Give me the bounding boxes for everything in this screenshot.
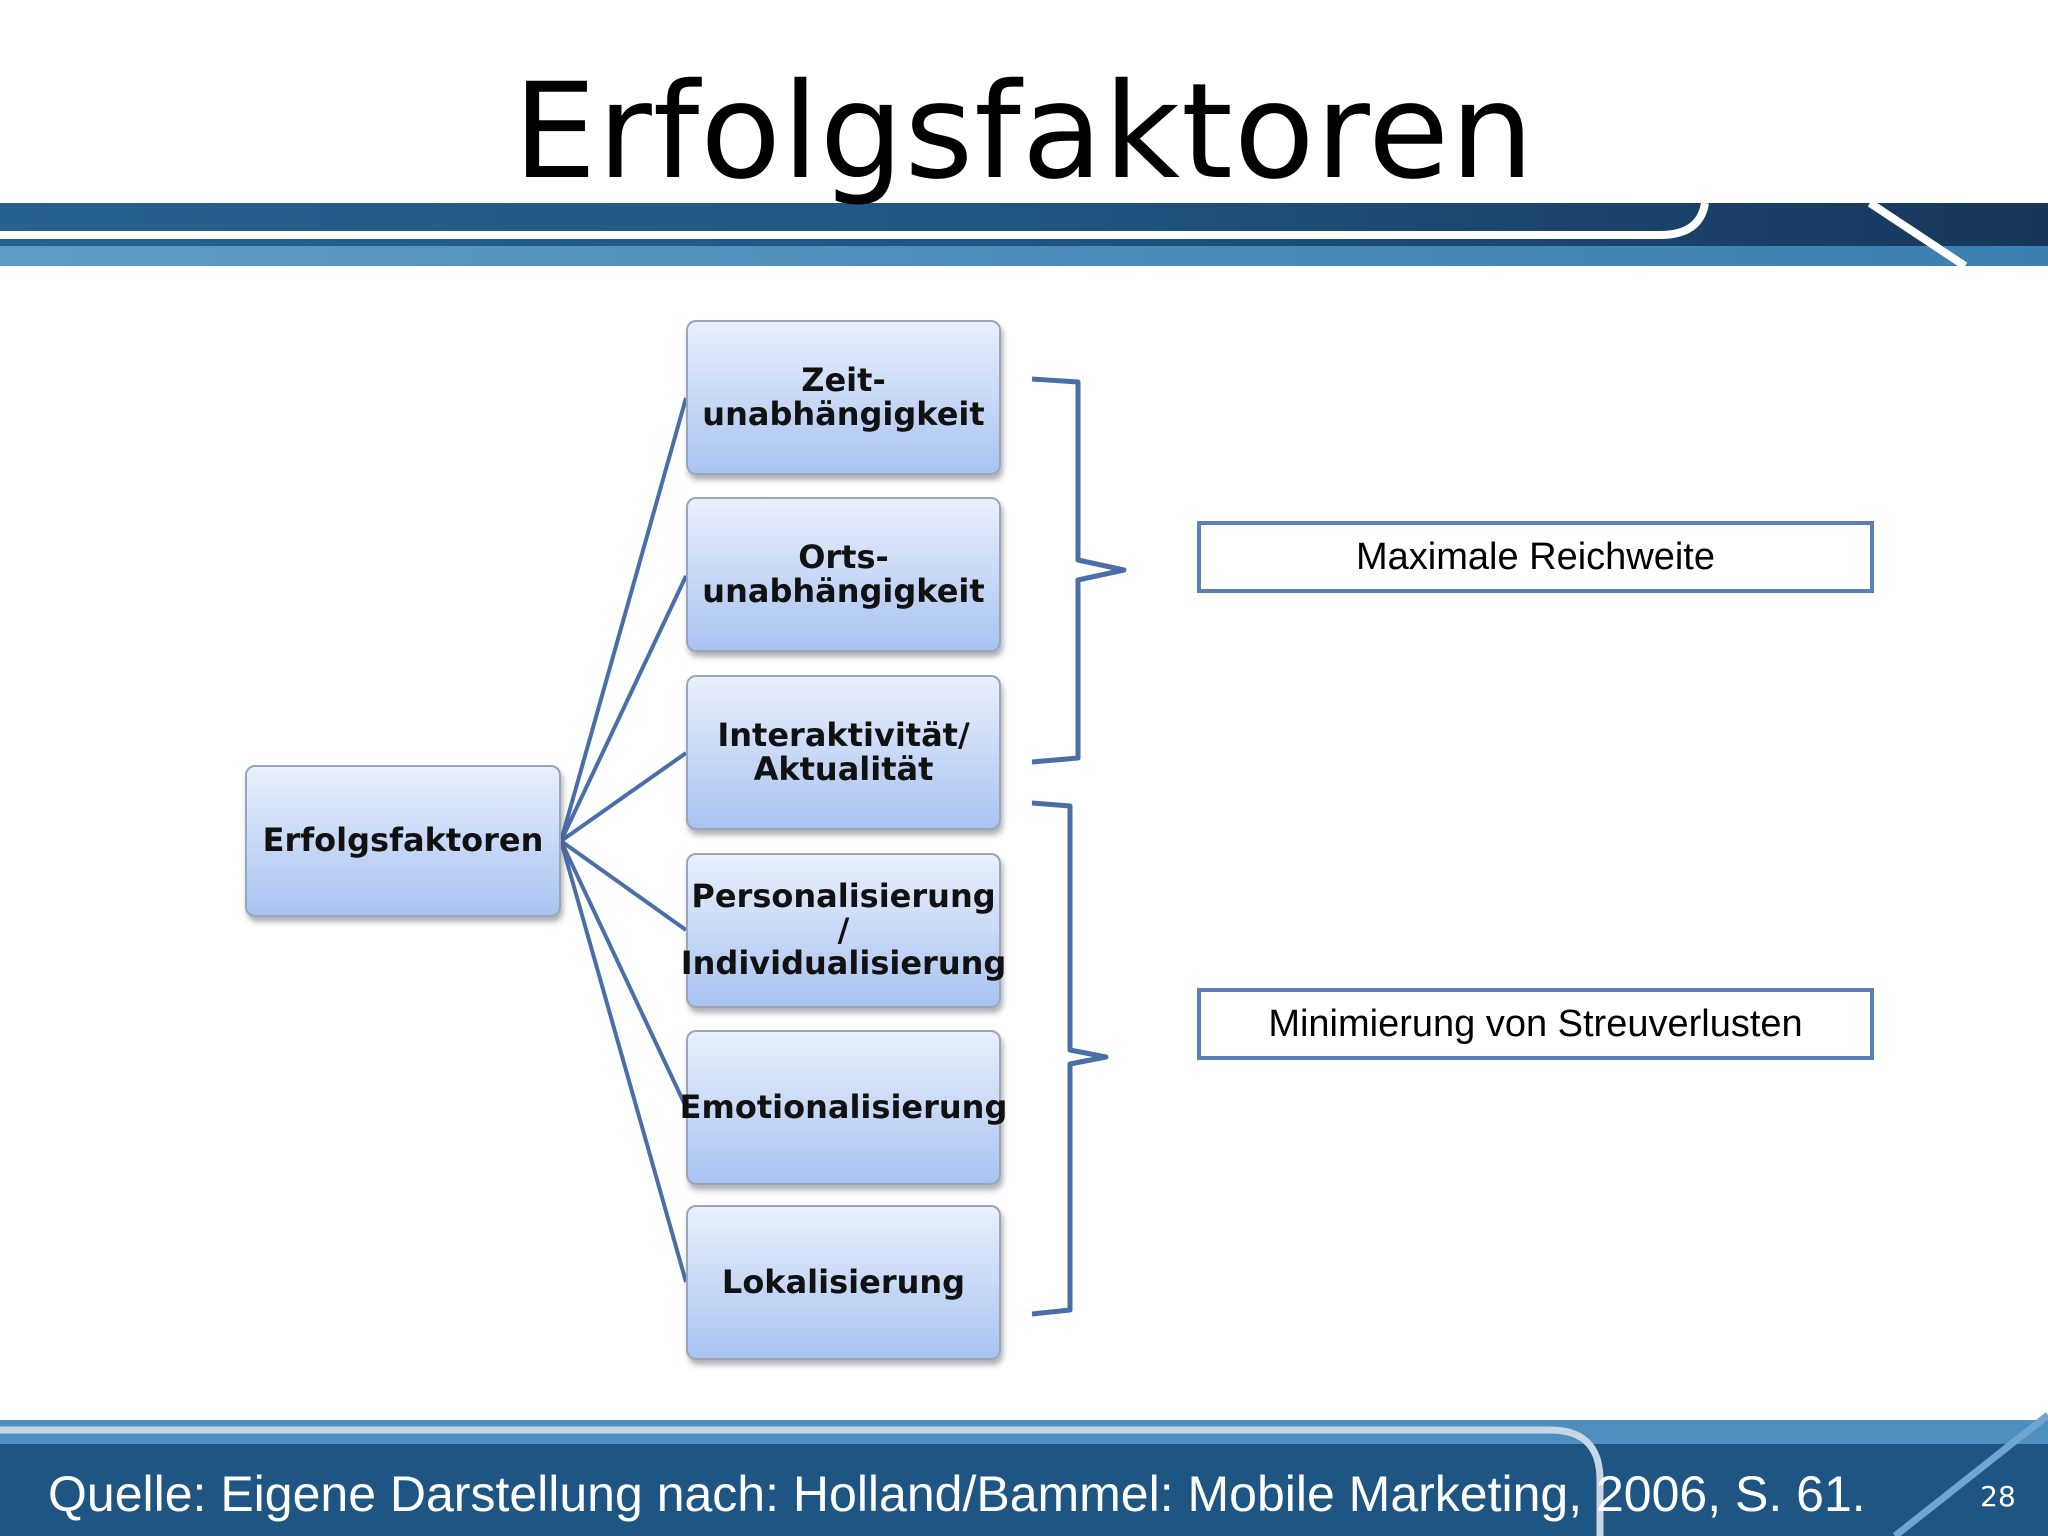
bracket-upper: [1031, 376, 1127, 765]
source-citation: Quelle: Eigene Darstellung nach: Holland…: [48, 1466, 1866, 1522]
factor-node-emotionalisierung: Emotionalisierung: [680, 1030, 1007, 1185]
slide-title: Erfolgsfaktoren: [513, 55, 1535, 209]
factor-label-line2: Aktualität: [753, 749, 934, 788]
factor-node-lokalisierung: Lokalisierung: [686, 1205, 1001, 1360]
factor-label-line1: Zeit-: [801, 360, 886, 399]
factor-label-line1: Lokalisierung: [721, 1262, 966, 1301]
connector-emotionalisierung: [559, 840, 688, 1108]
page-number: 28: [1980, 1480, 2016, 1513]
footer-swoosh: [0, 1426, 1604, 1536]
factor-label-line1: Personalisierung /: [691, 877, 996, 949]
connector-zeit: [559, 397, 688, 842]
connector-orts: [559, 575, 688, 842]
header-band-light: [0, 246, 2048, 266]
connector-personalisierung: [559, 839, 688, 932]
outcome-box-streuverluste: Minimierung von Streuverlusten: [1197, 988, 1874, 1060]
root-node-label: Erfolgsfaktoren: [262, 821, 544, 860]
factor-label-line2: unabhängigkeit: [702, 394, 985, 433]
factor-label-line1: Orts-: [798, 537, 889, 576]
footer-diagonal: [1892, 1412, 2048, 1536]
outcome-label: Minimierung von Streuverlusten: [1268, 1002, 1803, 1045]
factor-node-personalisierung: Personalisierung / Individualisierung: [681, 853, 1006, 1008]
connector-interaktivitaet: [559, 751, 688, 843]
factor-node-ortsunabhaengigkeit: Orts- unabhängigkeit: [686, 497, 1001, 652]
factor-label-line1: Emotionalisierung: [679, 1087, 1008, 1126]
factor-label-line2: Individualisierung: [680, 944, 1007, 983]
factor-node-interaktivitaet: Interaktivität/ Aktualität: [686, 675, 1001, 830]
header-swoosh: [0, 202, 1709, 239]
factor-label-line1: Interaktivität/: [717, 715, 970, 754]
factor-label-line2: unabhängigkeit: [702, 571, 985, 610]
header-diagonal: [1867, 199, 1968, 270]
bracket-lower: [1031, 800, 1109, 1317]
connector-lokalisierung: [559, 840, 688, 1283]
factor-node-zeitunabhaengigkeit: Zeit- unabhängigkeit: [686, 320, 1001, 475]
root-node: Erfolgsfaktoren: [245, 765, 561, 917]
outcome-box-reichweite: Maximale Reichweite: [1197, 521, 1874, 593]
outcome-label: Maximale Reichweite: [1355, 535, 1715, 578]
